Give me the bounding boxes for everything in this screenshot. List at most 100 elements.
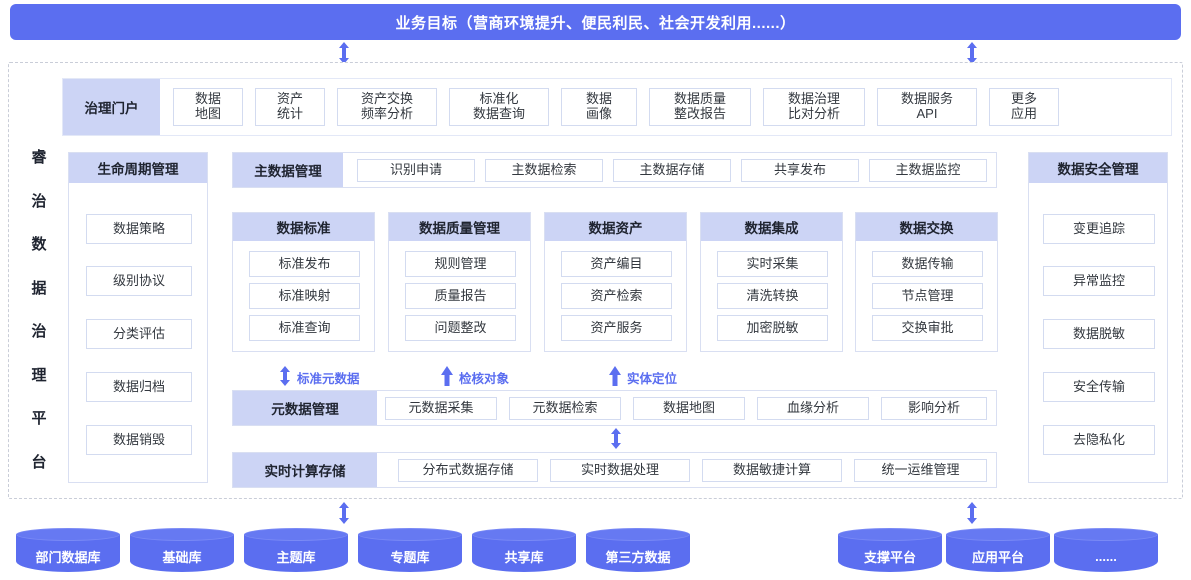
master-item-identify-apply[interactable]: 识别申请 [357,159,475,182]
vtitle-char-5: 理 [31,366,47,384]
platform-source-cylinder[interactable]: 支撑平台 [838,528,942,572]
master-item-share-publish[interactable]: 共享发布 [741,159,859,182]
master-item-search[interactable]: 主数据检索 [485,159,603,182]
cylinder-label: 专题库 [390,549,430,565]
portal-item-data-profile[interactable]: 数据画像 [561,88,637,126]
lifecycle-item-sla[interactable]: 级别协议 [86,266,192,296]
standard-item-publish[interactable]: 标准发布 [249,251,360,277]
governance-portal-header: 治理门户 [63,79,160,135]
cylinder-label: 共享库 [504,549,544,565]
security-item-masking[interactable]: 数据脱敏 [1043,319,1155,349]
metadata-item-data-map[interactable]: 数据地图 [633,397,745,420]
data-source-cylinder[interactable]: 基础库 [130,528,234,572]
metadata-item-collect[interactable]: 元数据采集 [385,397,497,420]
exchange-item-node[interactable]: 节点管理 [872,283,983,309]
cylinder-label: 第三方数据 [605,549,671,565]
business-goal-label: 业务目标（营商环境提升、便民利民、社会开发利用......） [395,14,796,32]
metadata-item-search[interactable]: 元数据检索 [509,397,621,420]
exchange-item-transfer[interactable]: 数据传输 [872,251,983,277]
cylinder-label: 部门数据库 [35,549,101,565]
integration-item-realtime-collect[interactable]: 实时采集 [717,251,828,277]
lifecycle-item-data-policy[interactable]: 数据策略 [86,214,192,244]
cylinder-label: 应用平台 [971,549,1024,565]
lifecycle-management-panel: 生命周期管理 数据策略 级别协议 分类评估 数据归档 数据销毁 [68,152,208,483]
master-item-storage[interactable]: 主数据存储 [613,159,731,182]
cylinder-top-ellipse [358,528,462,541]
integration-item-encrypt-mask[interactable]: 加密脱敏 [717,315,828,341]
security-item-change-trace[interactable]: 变更追踪 [1043,214,1155,244]
metadata-item-impact[interactable]: 影响分析 [881,397,987,420]
data-source-cylinder[interactable]: 部门数据库 [16,528,120,572]
data-source-cylinder[interactable]: 共享库 [472,528,576,572]
cylinder-top-ellipse [472,528,576,541]
arrow-caption-entity-locate: 实体定位 [627,372,678,386]
vtitle-char-7: 台 [31,453,47,471]
up-arrow-icon-entity-locate [608,366,622,386]
portal-item-quality-report[interactable]: 数据质量整改报告 [649,88,751,126]
data-standard-panel: 数据标准 标准发布 标准映射 标准查询 [232,212,375,352]
quality-item-issue[interactable]: 问题整改 [405,315,516,341]
asset-item-service[interactable]: 资产服务 [561,315,672,341]
security-header: 数据安全管理 [1029,153,1167,183]
data-integration-header: 数据集成 [701,213,842,241]
lifecycle-item-classify[interactable]: 分类评估 [86,319,192,349]
platform-source-cylinder[interactable]: ...... [1054,528,1158,572]
cylinder-top-ellipse [946,528,1050,541]
cylinder-label: ...... [1095,548,1117,564]
portal-item-more-apps[interactable]: 更多应用 [989,88,1059,126]
data-source-cylinder[interactable]: 第三方数据 [586,528,690,572]
lifecycle-item-archive[interactable]: 数据归档 [86,372,192,402]
up-arrow-icon-check-object [440,366,454,386]
portal-item-data-map[interactable]: 数据地图 [173,88,243,126]
asset-item-catalog[interactable]: 资产编目 [561,251,672,277]
security-item-deprivacy[interactable]: 去隐私化 [1043,425,1155,455]
master-data-header: 主数据管理 [233,153,343,187]
metadata-item-lineage[interactable]: 血缘分析 [757,397,869,420]
master-data-panel: 主数据管理 识别申请 主数据检索 主数据存储 共享发布 主数据监控 [232,152,997,188]
metadata-header: 元数据管理 [233,391,377,425]
metadata-realtime-connector-arrow [609,428,623,449]
vtitle-char-6: 平 [31,410,47,428]
data-asset-panel: 数据资产 资产编目 资产检索 资产服务 [544,212,687,352]
quality-item-report[interactable]: 质量报告 [405,283,516,309]
standard-item-mapping[interactable]: 标准映射 [249,283,360,309]
portal-item-standard-query[interactable]: 标准化数据查询 [449,88,549,126]
data-source-cylinder[interactable]: 专题库 [358,528,462,572]
asset-item-search[interactable]: 资产检索 [561,283,672,309]
exchange-item-approval[interactable]: 交换审批 [872,315,983,341]
vtitle-char-0: 睿 [31,149,47,166]
realtime-item-agile-compute[interactable]: 数据敏捷计算 [702,459,842,482]
vtitle-char-4: 治 [31,323,47,341]
quality-item-rule[interactable]: 规则管理 [405,251,516,277]
cylinder-top-ellipse [244,528,348,541]
data-quality-header: 数据质量管理 [389,213,530,241]
data-exchange-panel: 数据交换 数据传输 节点管理 交换审批 [855,212,998,352]
data-integration-panel: 数据集成 实时采集 清洗转换 加密脱敏 [700,212,843,352]
governance-portal-panel: 治理门户 数据地图 资产统计 资产交换频率分析 标准化数据查询 数据画像 数据质… [62,78,1172,136]
data-standard-header: 数据标准 [233,213,374,241]
double-arrow-vertical-icon [278,366,292,386]
cylinder-top-ellipse [130,528,234,541]
security-item-anomaly[interactable]: 异常监控 [1043,266,1155,296]
platform-source-cylinder[interactable]: 应用平台 [946,528,1050,572]
arrow-caption-standard-metadata: 标准元数据 [297,372,360,386]
portal-item-govern-compare[interactable]: 数据治理比对分析 [763,88,865,126]
integration-item-clean-transform[interactable]: 清洗转换 [717,283,828,309]
goal-connector-arrow-left [337,42,351,64]
cylinder-top-ellipse [1054,528,1158,541]
lifecycle-item-destroy[interactable]: 数据销毁 [86,425,192,455]
portal-item-asset-stats[interactable]: 资产统计 [255,88,325,126]
standard-item-query[interactable]: 标准查询 [249,315,360,341]
portal-item-exchange-freq[interactable]: 资产交换频率分析 [337,88,437,126]
data-source-cylinder[interactable]: 主题库 [244,528,348,572]
realtime-item-unified-ops[interactable]: 统一运维管理 [854,459,987,482]
platform-source-connector-arrow-right [965,502,979,524]
business-goal-banner: 业务目标（营商环境提升、便民利民、社会开发利用......） [10,4,1181,40]
security-item-secure-transfer[interactable]: 安全传输 [1043,372,1155,402]
realtime-item-stream-processing[interactable]: 实时数据处理 [550,459,690,482]
master-item-monitor[interactable]: 主数据监控 [869,159,987,182]
realtime-item-distributed-storage[interactable]: 分布式数据存储 [398,459,538,482]
lifecycle-header: 生命周期管理 [69,153,207,183]
data-exchange-header: 数据交换 [856,213,997,241]
